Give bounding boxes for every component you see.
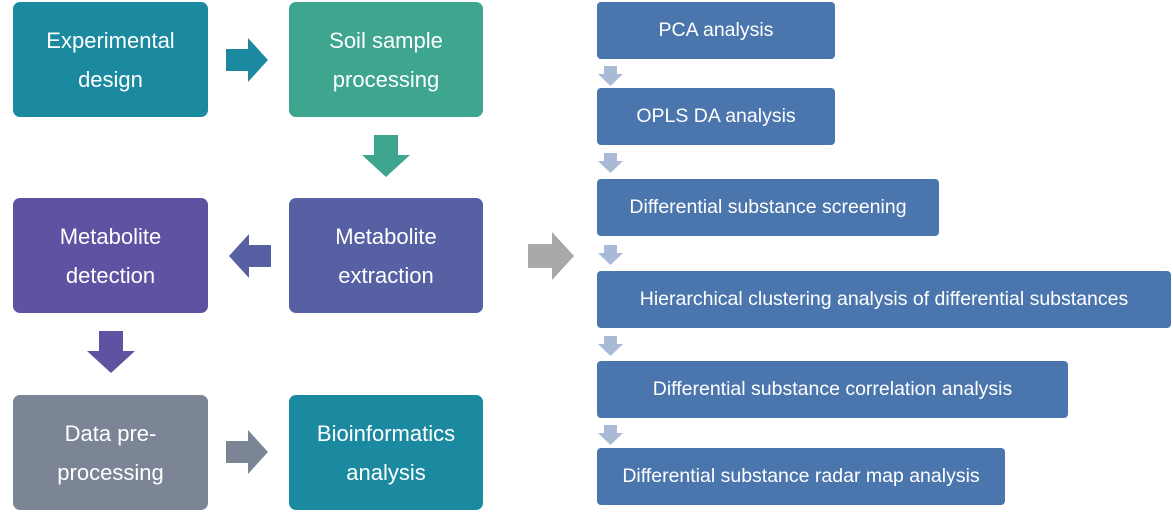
bioinformatics-analysis-label: Bioinformatics analysis: [316, 420, 456, 485]
down-arrow-icon: [598, 245, 623, 265]
metabolite-extraction-box: Metabolite extraction: [289, 198, 483, 313]
right-arrow-icon: [528, 232, 574, 280]
experimental-design-label: Experimental design: [46, 27, 175, 92]
down-arrow-icon: [362, 135, 410, 177]
down-arrow-icon: [598, 153, 623, 173]
experimental-design-box: Experimental design: [13, 2, 208, 117]
analysis-step-label: Hierarchical clustering analysis of diff…: [639, 288, 1129, 310]
data-preprocessing-box: Data pre- processing: [13, 395, 208, 510]
analysis-step-screening: Differential substance screening: [597, 179, 939, 236]
analysis-step-correlation: Differential substance correlation analy…: [597, 361, 1068, 418]
soil-sample-processing-label: Soil sample processing: [329, 27, 443, 92]
right-arrow-icon: [226, 430, 268, 474]
bioinformatics-analysis-box: Bioinformatics analysis: [289, 395, 483, 510]
analysis-step-label: Differential substance correlation analy…: [652, 378, 1013, 400]
soil-sample-processing-box: Soil sample processing: [289, 2, 483, 117]
analysis-step-pca: PCA analysis: [597, 2, 835, 59]
down-arrow-icon: [598, 66, 623, 86]
analysis-step-hierarchical-clustering: Hierarchical clustering analysis of diff…: [597, 271, 1171, 328]
analysis-step-label: Differential substance radar map analysi…: [622, 465, 980, 487]
analysis-step-radar-map: Differential substance radar map analysi…: [597, 448, 1005, 505]
analysis-step-label: Differential substance screening: [629, 196, 907, 218]
down-arrow-icon: [598, 425, 623, 445]
right-arrow-icon: [226, 38, 268, 82]
metabolite-detection-box: Metabolite detection: [13, 198, 208, 313]
down-arrow-icon: [598, 336, 623, 356]
down-arrow-icon: [87, 331, 135, 373]
data-preprocessing-label: Data pre- processing: [57, 420, 164, 485]
analysis-step-opls-da: OPLS DA analysis: [597, 88, 835, 145]
left-arrow-icon: [229, 234, 271, 278]
analysis-step-label: PCA analysis: [658, 19, 774, 41]
analysis-step-label: OPLS DA analysis: [636, 105, 796, 127]
metabolite-detection-label: Metabolite detection: [59, 223, 162, 288]
metabolite-extraction-label: Metabolite extraction: [335, 223, 437, 288]
